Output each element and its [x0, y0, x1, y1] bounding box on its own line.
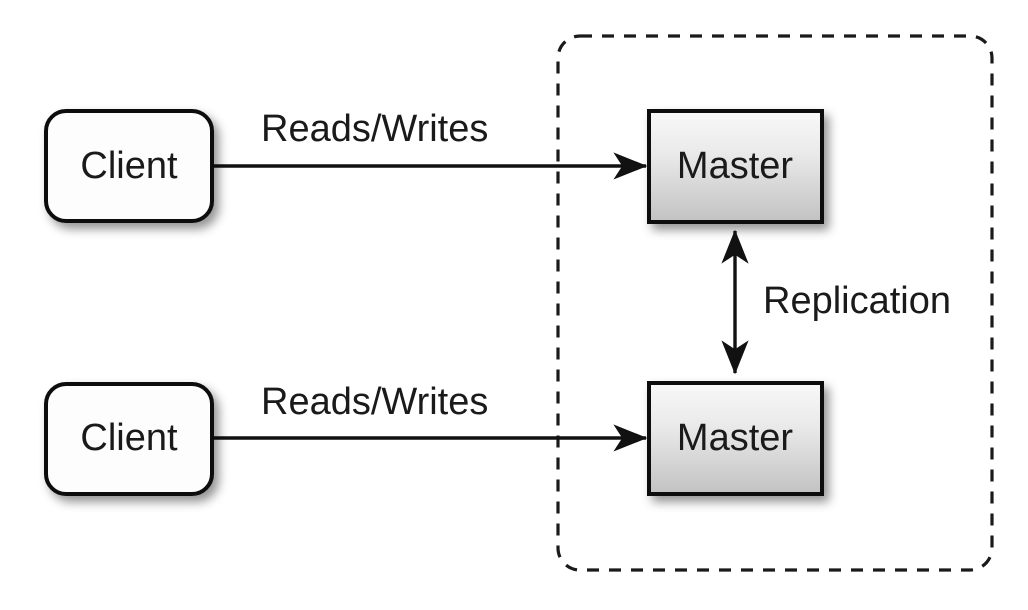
- node-client-bottom[interactable]: [44, 382, 214, 496]
- edge-label-reads-writes-top: Reads/Writes: [261, 108, 488, 150]
- master-top-shape[interactable]: [647, 109, 824, 224]
- edge-label-reads-writes-bottom: Reads/Writes: [261, 381, 488, 423]
- client-bottom-label: Client: [80, 417, 178, 459]
- master-top-label: Master: [677, 145, 793, 187]
- master-bottom-shape[interactable]: [647, 381, 824, 496]
- node-client-top[interactable]: [44, 109, 214, 223]
- replication-cluster-boundary: [556, 34, 994, 572]
- client-top-label: Client: [80, 145, 178, 187]
- node-master-bottom[interactable]: [647, 381, 824, 496]
- client-top-shape[interactable]: [44, 109, 214, 223]
- edge-label-replication: Replication: [763, 280, 951, 322]
- client-bottom-shape[interactable]: [44, 382, 214, 496]
- node-master-top[interactable]: [647, 109, 824, 224]
- master-bottom-label: Master: [677, 417, 793, 459]
